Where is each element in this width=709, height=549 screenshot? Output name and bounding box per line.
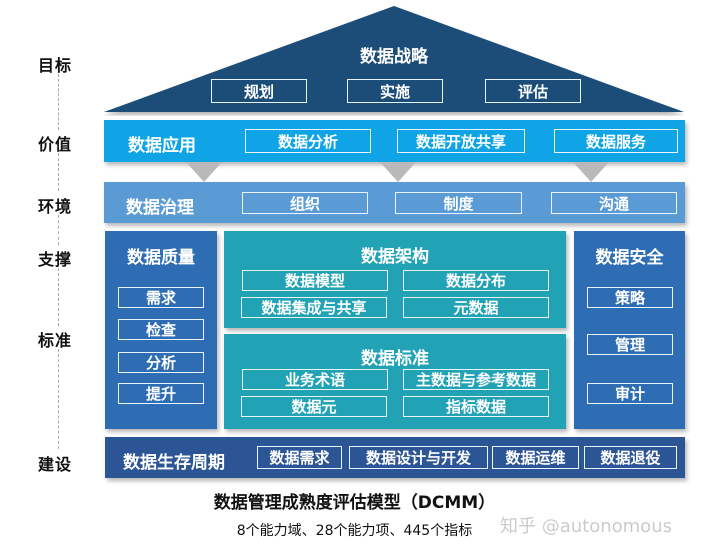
quality-item-analysis: 分析	[118, 352, 204, 373]
architecture-item-integration-sharing: 数据集成与共享	[241, 297, 387, 318]
side-label-standard: 标准	[38, 331, 73, 350]
governance-item-policy: 制度	[395, 192, 522, 214]
lifecycle-item-operations: 数据运维	[492, 446, 579, 469]
architecture-block: 数据架构 数据模型 数据分布 数据集成与共享 元数据	[224, 231, 566, 328]
architecture-item-metadata: 元数据	[403, 297, 549, 318]
lifecycle-item-requirements: 数据需求	[257, 446, 342, 469]
strategy-roof: 数据战略 规划 实施 评估	[104, 6, 684, 113]
side-divider	[58, 215, 59, 245]
architecture-item-data-distribution: 数据分布	[403, 270, 549, 291]
application-item-services: 数据服务	[554, 129, 678, 153]
standards-block: 数据标准 业务术语 主数据与参考数据 数据元 指标数据	[224, 334, 566, 429]
governance-band: 数据治理 组织 制度 沟通	[104, 182, 685, 223]
security-item-management: 管理	[587, 334, 673, 355]
application-title: 数据应用	[128, 136, 196, 156]
side-label-value: 价值	[38, 135, 73, 154]
quality-title: 数据质量	[127, 248, 195, 268]
roof-triangle-shape	[104, 6, 684, 112]
side-divider	[58, 349, 59, 449]
application-band: 数据应用 数据分析 数据开放共享 数据服务	[104, 120, 685, 162]
quality-item-inspection: 检查	[118, 319, 204, 340]
side-divider	[58, 268, 59, 326]
application-item-analysis: 数据分析	[245, 129, 371, 153]
standards-item-indicator-data: 指标数据	[403, 396, 549, 417]
security-title: 数据安全	[595, 248, 664, 268]
standards-item-data-elements: 数据元	[241, 396, 387, 417]
down-arrow-icon	[186, 162, 222, 182]
standards-item-business-terms: 业务术语	[242, 369, 388, 390]
side-label-build: 建设	[38, 455, 73, 474]
architecture-item-data-model: 数据模型	[242, 270, 388, 291]
strategy-item-implement: 实施	[347, 79, 443, 103]
side-divider	[58, 153, 59, 191]
side-label-environment: 环境	[38, 197, 73, 216]
strategy-item-plan: 规划	[211, 79, 307, 103]
side-divider	[58, 74, 59, 130]
model-title: 数据管理成熟度评估模型（DCMM）	[213, 493, 496, 513]
quality-item-improvement: 提升	[118, 383, 204, 404]
standards-title: 数据标准	[361, 349, 429, 369]
down-arrow-icon	[573, 162, 609, 182]
application-item-open-sharing: 数据开放共享	[397, 129, 525, 153]
governance-title: 数据治理	[126, 198, 194, 218]
lifecycle-item-retirement: 数据退役	[584, 446, 677, 469]
watermark: 知乎 @autonomous	[500, 516, 672, 537]
down-arrow-icon	[380, 162, 416, 182]
security-item-audit: 审计	[587, 383, 673, 404]
standards-item-master-reference-data: 主数据与参考数据	[403, 369, 549, 390]
strategy-title: 数据战略	[360, 47, 428, 67]
model-subtitle: 8个能力域、28个能力项、445个指标	[236, 523, 473, 539]
strategy-item-evaluate: 评估	[485, 79, 581, 103]
lifecycle-band: 数据生存周期 数据需求 数据设计与开发 数据运维 数据退役	[105, 437, 685, 478]
security-column: 数据安全 策略 管理 审计	[574, 231, 685, 429]
quality-column: 数据质量 需求 检查 分析 提升	[105, 231, 217, 429]
lifecycle-title: 数据生存周期	[123, 453, 225, 473]
quality-item-requirements: 需求	[118, 287, 204, 308]
governance-item-communication: 沟通	[551, 192, 677, 214]
side-label-goal: 目标	[38, 56, 73, 75]
lifecycle-item-design-development: 数据设计与开发	[349, 446, 488, 469]
side-label-support: 支撑	[38, 250, 73, 269]
governance-item-organization: 组织	[242, 192, 368, 214]
architecture-title: 数据架构	[361, 247, 429, 267]
security-item-strategy: 策略	[587, 287, 673, 308]
